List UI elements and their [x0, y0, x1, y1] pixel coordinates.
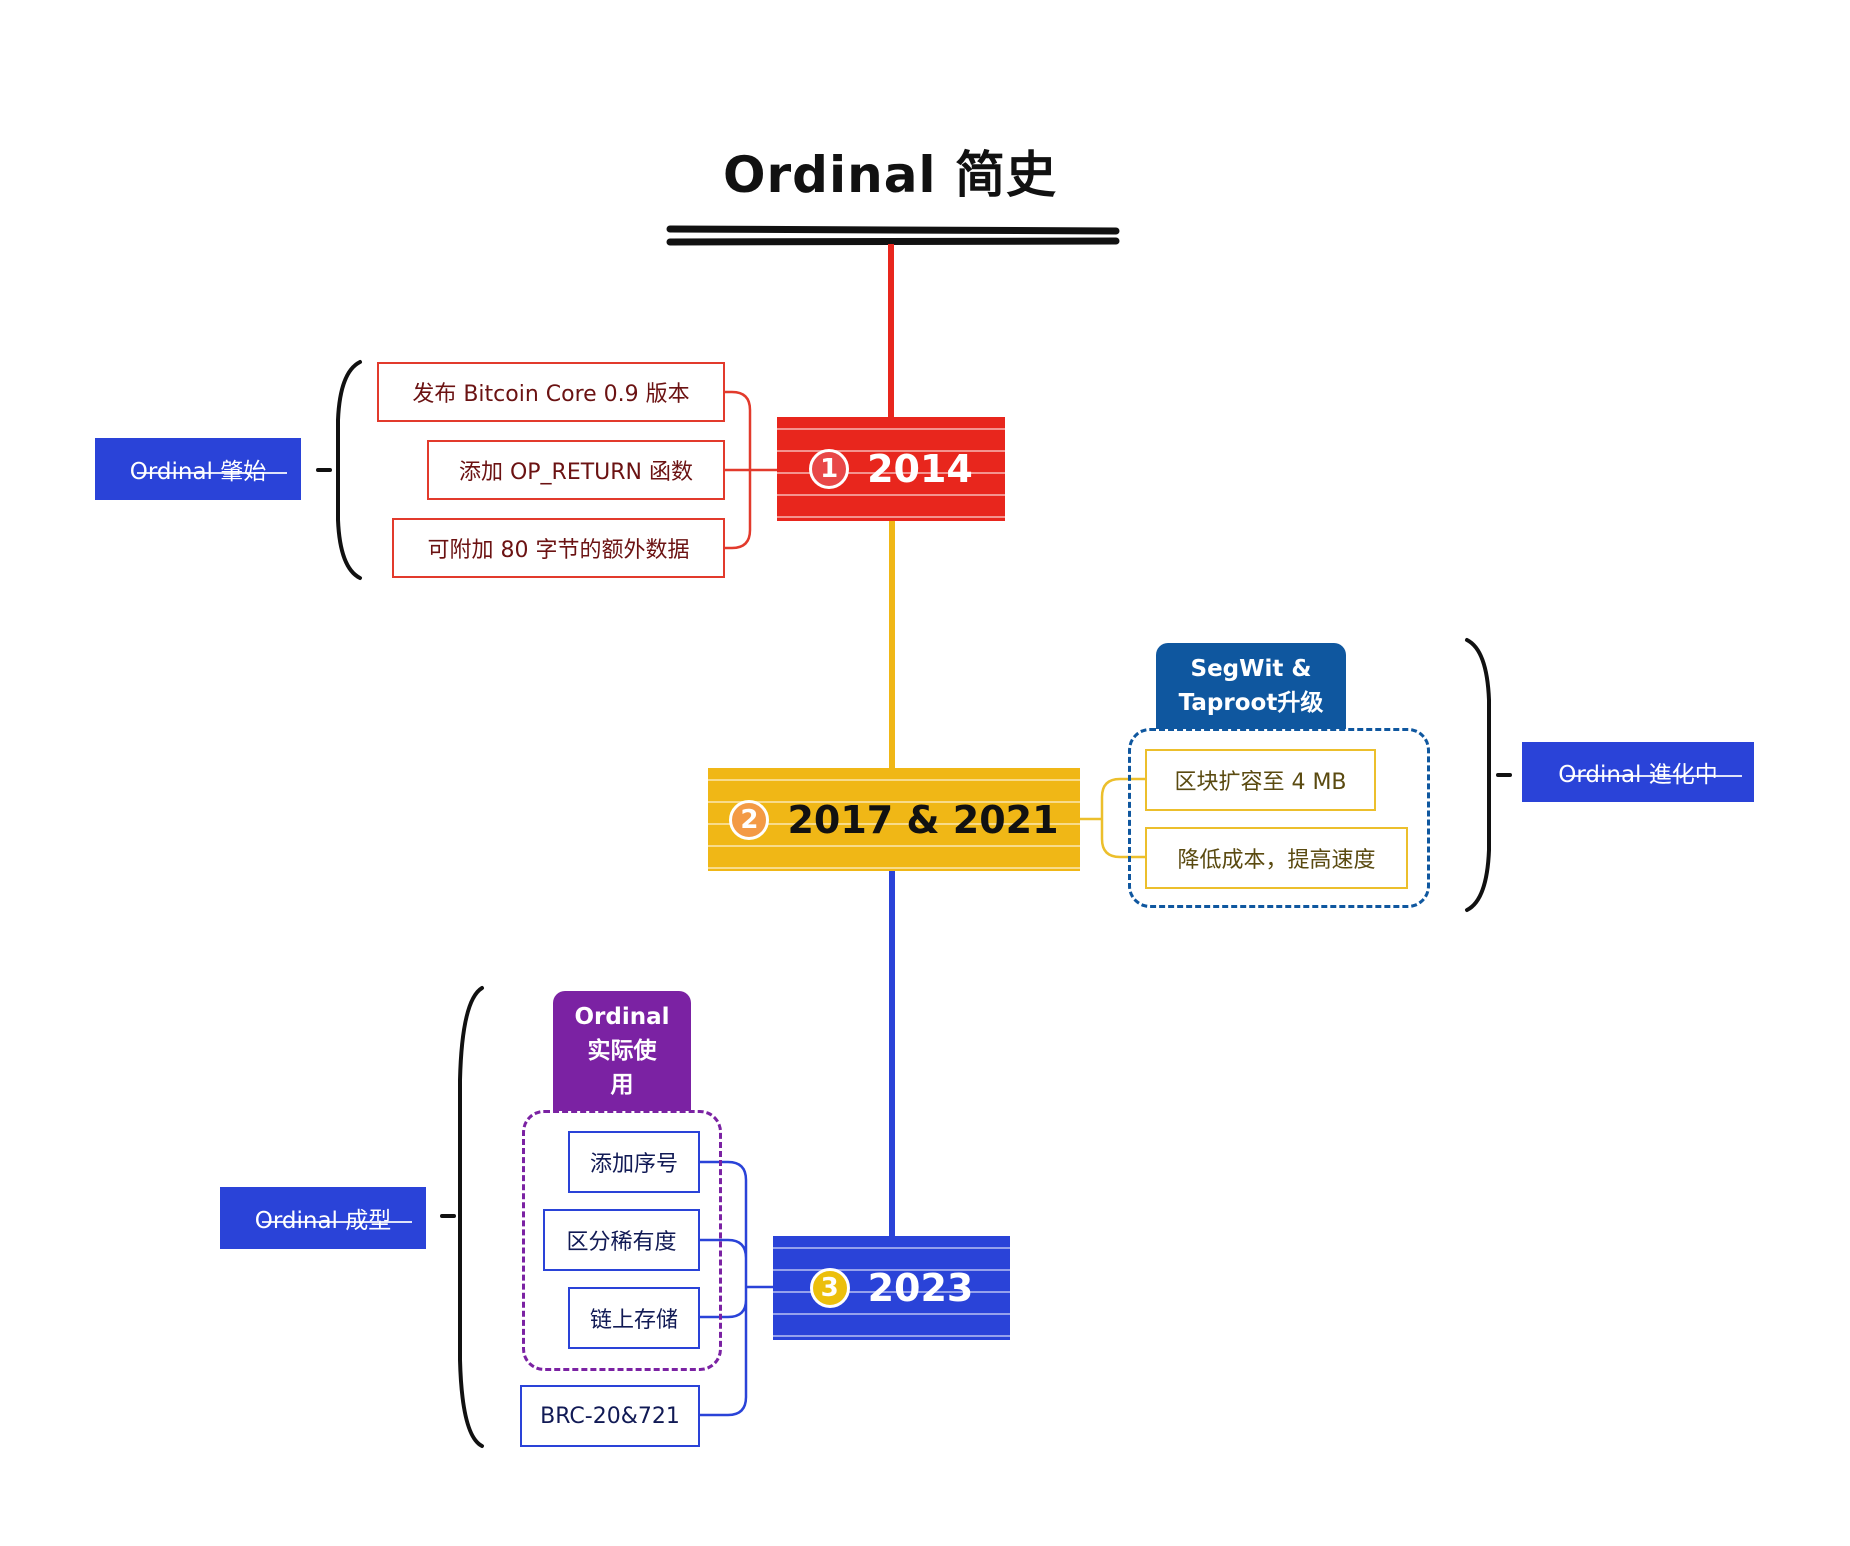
stage2-tag-label: Ordinal 進化中	[1558, 755, 1742, 789]
stage1-item[interactable]: 可附加 80 字节的额外数据	[392, 518, 725, 578]
stage3-item[interactable]: 添加序号	[568, 1131, 700, 1193]
stage2-node[interactable]: 2 2017 & 2021	[708, 768, 1080, 871]
stage1-brace	[336, 360, 362, 580]
stage1-item[interactable]: 发布 Bitcoin Core 0.9 版本	[377, 362, 725, 422]
stage3-group-header-line: 实际使	[587, 1038, 657, 1064]
stage1-year: 2014	[867, 447, 973, 491]
stage2-item[interactable]: 区块扩容至 4 MB	[1145, 749, 1376, 811]
stage2-year: 2017 & 2021	[787, 797, 1059, 842]
stage3-tag-label: Ordinal 成型	[255, 1201, 412, 1235]
stage1-tag[interactable]: Ordinal 肇始	[95, 438, 301, 500]
stage3-item[interactable]: 区分稀有度	[543, 1209, 700, 1271]
stage3-item[interactable]: 链上存储	[568, 1287, 700, 1349]
stage2-brace	[1465, 638, 1491, 912]
stage3-connector	[700, 1160, 773, 1417]
stage2-group-boundary	[1128, 728, 1430, 908]
stage2-group-header-line: SegWit &	[1190, 656, 1312, 682]
stage2-number-badge: 2	[729, 799, 770, 840]
stage3-group-header-line: 用	[610, 1072, 634, 1098]
stage2-connector	[1080, 777, 1145, 859]
stage3-tag[interactable]: Ordinal 成型	[220, 1187, 426, 1249]
title-underline-2	[666, 237, 1120, 246]
stage2-tag[interactable]: Ordinal 進化中	[1522, 742, 1754, 802]
stage1-node[interactable]: 1 2014	[777, 417, 1005, 521]
stage3-year: 2023	[867, 1266, 974, 1310]
stage3-node[interactable]: 3 2023	[773, 1236, 1010, 1340]
stage3-number-badge: 3	[809, 1268, 850, 1308]
stage3-brace	[458, 986, 484, 1448]
stage3-group-header[interactable]: Ordinal 实际使 用	[553, 991, 691, 1111]
title-underline	[666, 225, 1120, 235]
stage2-group-header-line: Taproot升级	[1178, 690, 1324, 716]
stage1-number-badge: 1	[809, 449, 850, 489]
stage2-group-header[interactable]: SegWit & Taproot升级	[1156, 643, 1346, 729]
stage3-group-boundary	[522, 1110, 722, 1371]
stage1-connector	[725, 390, 777, 550]
stage3-extra-item[interactable]: BRC-20&721	[520, 1385, 700, 1447]
stage2-item[interactable]: 降低成本，提高速度	[1145, 827, 1408, 889]
stage3-group-header-line: Ordinal	[574, 1004, 670, 1030]
stage1-tag-label: Ordinal 肇始	[130, 452, 287, 486]
stage1-item[interactable]: 添加 OP_RETURN 函数	[427, 440, 725, 500]
page-title: Ordinal 简史	[723, 146, 1057, 204]
